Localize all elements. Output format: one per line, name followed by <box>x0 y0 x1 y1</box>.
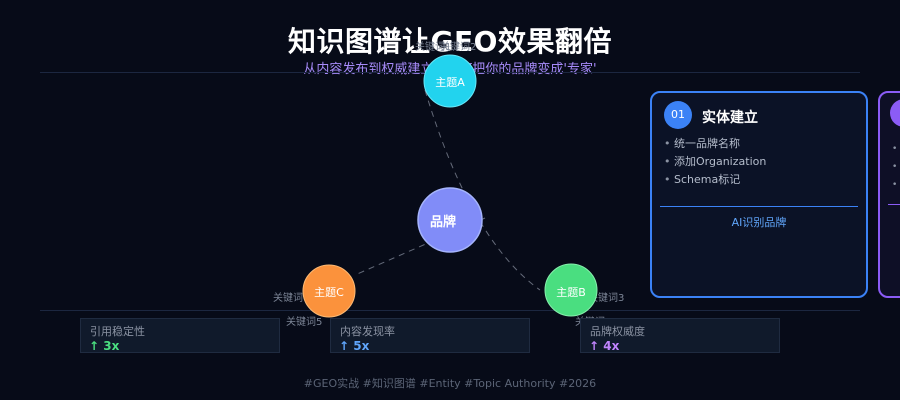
next-card-number-badge <box>890 99 900 127</box>
keyword-label: 关键词1 <box>415 40 451 53</box>
stat-card: 引用稳定性 ↑ 3x <box>80 318 280 353</box>
next-card-divider <box>888 204 900 205</box>
hashtag-footer: #GEO实战 #知识图谱 #Entity #Topic Authority #2… <box>303 377 597 390</box>
page-title: 知识图谱让GEO效果翻倍 <box>288 25 612 58</box>
topic-node-b <box>544 263 598 317</box>
topic-a-label: 主题A <box>435 76 465 89</box>
stat-card: 品牌权威度 ↑ 4x <box>580 318 780 353</box>
next-card-partial <box>878 91 900 298</box>
next-card-bullets: ••• <box>892 144 898 190</box>
card-footer: AI识别品牌 <box>731 216 787 229</box>
entity-card: 01 实体建立 统一品牌名称 添加Organization Schema标记 A… <box>650 91 868 298</box>
keyword-label: 关键词6 <box>273 291 309 304</box>
stat-label: 内容发现率 <box>340 325 395 338</box>
stat-card: 内容发现率 ↑ 5x <box>330 318 530 353</box>
list-item: Schema标记 <box>664 171 766 189</box>
stat-value: ↑ 5x <box>339 339 370 353</box>
card-divider <box>660 206 858 207</box>
list-item: 统一品牌名称 <box>664 135 766 153</box>
stat-value: ↑ 3x <box>89 339 120 353</box>
topic-c-label: 主题C <box>314 286 344 299</box>
stat-value: ↑ 4x <box>589 339 620 353</box>
keyword-label: 关键词5 <box>286 315 322 328</box>
stat-label: 引用稳定性 <box>90 325 145 338</box>
topic-b-label: 主题B <box>556 286 586 299</box>
topic-node-c <box>302 264 356 318</box>
topic-node-a <box>423 54 477 108</box>
stat-label: 品牌权威度 <box>590 325 645 338</box>
card-item-list: 统一品牌名称 添加Organization Schema标记 <box>664 135 766 189</box>
stats-divider <box>40 310 860 311</box>
card-title: 实体建立 <box>702 110 758 126</box>
brand-node-label: 品牌 <box>430 214 456 230</box>
list-item: 添加Organization <box>664 153 766 171</box>
keyword-label: 关键词2 <box>440 40 476 53</box>
brand-node <box>417 187 483 253</box>
card-number-badge: 01 <box>664 101 692 129</box>
